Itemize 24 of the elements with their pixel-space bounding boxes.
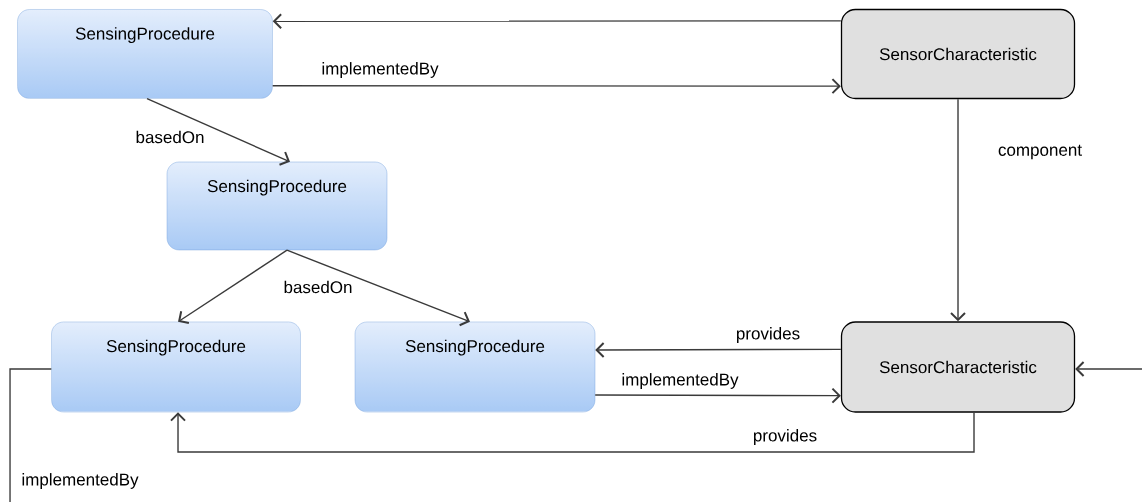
edge-label: component xyxy=(996,143,1084,161)
edge-label: implementedBy xyxy=(320,61,440,79)
edge-label: basedOn xyxy=(134,129,206,145)
arrow xyxy=(1075,361,1142,377)
process-box: SensingProcedure xyxy=(354,321,596,413)
class-box: SensorCharacteristic xyxy=(840,8,1076,100)
edge-label: provides xyxy=(734,326,802,344)
edge-label: implementedBy xyxy=(620,372,740,390)
arrow xyxy=(272,13,842,30)
arrow xyxy=(146,98,290,166)
arrow xyxy=(595,341,842,358)
arrow xyxy=(286,249,470,327)
process-box: SensingProcedure xyxy=(17,9,273,99)
edge-label: provides xyxy=(751,428,819,446)
edge-label: implementedBy xyxy=(20,472,140,490)
class-box: SensorCharacteristic xyxy=(840,321,1076,413)
arrow xyxy=(950,98,966,322)
process-box: SensingProcedure xyxy=(166,161,388,251)
arrow xyxy=(272,78,841,95)
process-box: SensingProcedure xyxy=(51,321,301,413)
arrow xyxy=(178,249,288,324)
arrow xyxy=(594,387,841,404)
arrow xyxy=(170,411,975,453)
edge-label: basedOn xyxy=(282,279,354,295)
